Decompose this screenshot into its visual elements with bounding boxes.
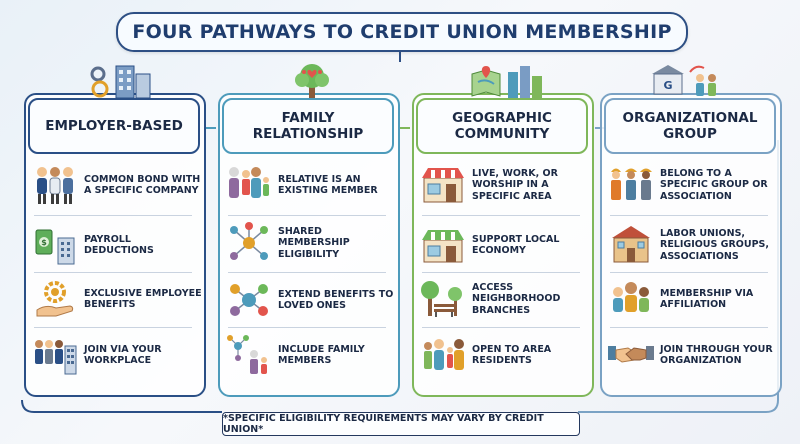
item-label: BELONG TO A SPECIFIC GROUP OR ASSOCIATIO…: [660, 167, 768, 202]
divider: [422, 215, 580, 216]
item-label: LIVE, WORK, OR WORSHIP IN A SPECIFIC ARE…: [472, 167, 558, 202]
family-group-icon: [229, 167, 269, 198]
header-geographic-community: GEOGRAPHIC COMMUNITY: [416, 98, 588, 154]
item-label: MEMBERSHIP VIA AFFILIATION: [660, 287, 754, 311]
item-label: ACCESS NEIGHBORHOOD BRANCHES: [472, 281, 561, 316]
union-hall-icon: [612, 226, 650, 263]
item-label: SHARED MEMBERSHIP ELIGIBILITY: [278, 225, 350, 260]
employees-icon: [37, 167, 73, 204]
item-label: INCLUDE FAMILY MEMBERS: [278, 343, 365, 367]
list-item: $ PAYROLL DEDUCTIONS: [32, 218, 202, 272]
list-item: JOIN VIA YOUR WORKPLACE: [32, 328, 202, 382]
divider: [610, 272, 768, 273]
header-employer-label: EMPLOYER-BASED: [45, 118, 183, 134]
divider: [34, 272, 192, 273]
local-shop-icon: [422, 230, 464, 263]
item-label: SUPPORT LOCAL ECONOMY: [472, 233, 560, 257]
item-label: PAYROLL DEDUCTIONS: [84, 233, 154, 257]
item-label: LABOR UNIONS, RELIGIOUS GROUPS, ASSOCIAT…: [660, 227, 769, 262]
park-bench-icon: [421, 281, 462, 317]
network-icon: [230, 222, 268, 260]
divider: [34, 327, 192, 328]
map-city-icon: [471, 66, 542, 98]
connected-people-icon: [230, 284, 268, 316]
item-label: COMMON BOND WITH A SPECIFIC COMPANY: [84, 173, 201, 197]
list-item: LIVE, WORK, OR WORSHIP IN A SPECIFIC ARE…: [420, 158, 590, 212]
list-item: SUPPORT LOCAL ECONOMY: [420, 218, 590, 272]
paycheck-icon: $: [35, 229, 75, 265]
list-item: MEMBERSHIP VIA AFFILIATION: [608, 272, 778, 326]
header-geographic-label: GEOGRAPHIC COMMUNITY: [452, 110, 552, 142]
item-label: RELATIVE IS AN EXISTING MEMBER: [278, 173, 378, 197]
title-banner: FOUR PATHWAYS TO CREDIT UNION MEMBERSHIP: [116, 12, 688, 52]
divider: [422, 327, 580, 328]
divider: [610, 215, 768, 216]
header-employer-based: EMPLOYER-BASED: [28, 98, 200, 154]
family-tree-icon: [295, 64, 329, 98]
group-affiliation-icon: [613, 282, 649, 312]
item-label: EXTEND BENEFITS TO LOVED ONES: [278, 288, 394, 312]
hand-gear-icon: [36, 281, 74, 317]
family-walking-icon: [227, 335, 267, 374]
list-item: INCLUDE FAMILY MEMBERS: [226, 328, 396, 382]
storefront-icon: [422, 168, 464, 203]
list-item: LABOR UNIONS, RELIGIOUS GROUPS, ASSOCIAT…: [608, 218, 778, 272]
list-item: EXTEND BENEFITS TO LOVED ONES: [226, 273, 396, 327]
svg-text:G: G: [663, 79, 672, 92]
list-item: SHARED MEMBERSHIP ELIGIBILITY: [226, 216, 396, 270]
handshake-icon: [608, 346, 654, 363]
divider: [34, 215, 192, 216]
divider: [610, 327, 768, 328]
list-item: COMMON BOND WITH A SPECIFIC COMPANY: [32, 158, 202, 212]
svg-text:$: $: [41, 238, 47, 247]
item-label: JOIN THROUGH YOUR ORGANIZATION: [660, 343, 773, 367]
divider: [228, 327, 386, 328]
list-item: BELONG TO A SPECIFIC GROUP OR ASSOCIATIO…: [608, 158, 778, 212]
workers-icon: [611, 168, 652, 200]
divider: [228, 215, 386, 216]
divider: [422, 272, 580, 273]
list-item: EXCLUSIVE EMPLOYEE BENEFITS: [32, 272, 202, 326]
office-gear-icon: [90, 65, 151, 98]
footnote-text: *SPECIFIC ELIGIBILITY REQUIREMENTS MAY V…: [223, 413, 544, 435]
list-item: RELATIVE IS AN EXISTING MEMBER: [226, 158, 396, 212]
divider: [228, 272, 386, 273]
list-item: JOIN THROUGH YOUR ORGANIZATION: [608, 328, 778, 382]
header-organizational-label: ORGANIZATIONAL GROUP: [622, 110, 758, 142]
team-building-icon: [35, 340, 77, 375]
header-organizational-group: ORGANIZATIONAL GROUP: [604, 98, 776, 154]
list-item: OPEN TO AREA RESIDENTS: [420, 328, 590, 382]
residents-icon: [424, 339, 464, 370]
footnote-box: *SPECIFIC ELIGIBILITY REQUIREMENTS MAY V…: [222, 412, 580, 436]
item-label: EXCLUSIVE EMPLOYEE BENEFITS: [84, 287, 202, 311]
header-family-relationship: FAMILY RELATIONSHIP: [222, 98, 394, 154]
page-title: FOUR PATHWAYS TO CREDIT UNION MEMBERSHIP: [132, 21, 672, 43]
item-label: JOIN VIA YOUR WORKPLACE: [84, 343, 162, 367]
list-item: ACCESS NEIGHBORHOOD BRANCHES: [420, 272, 590, 326]
item-label: OPEN TO AREA RESIDENTS: [472, 343, 552, 367]
institution-people-icon: G: [652, 65, 716, 96]
header-family-label: FAMILY RELATIONSHIP: [252, 110, 364, 142]
